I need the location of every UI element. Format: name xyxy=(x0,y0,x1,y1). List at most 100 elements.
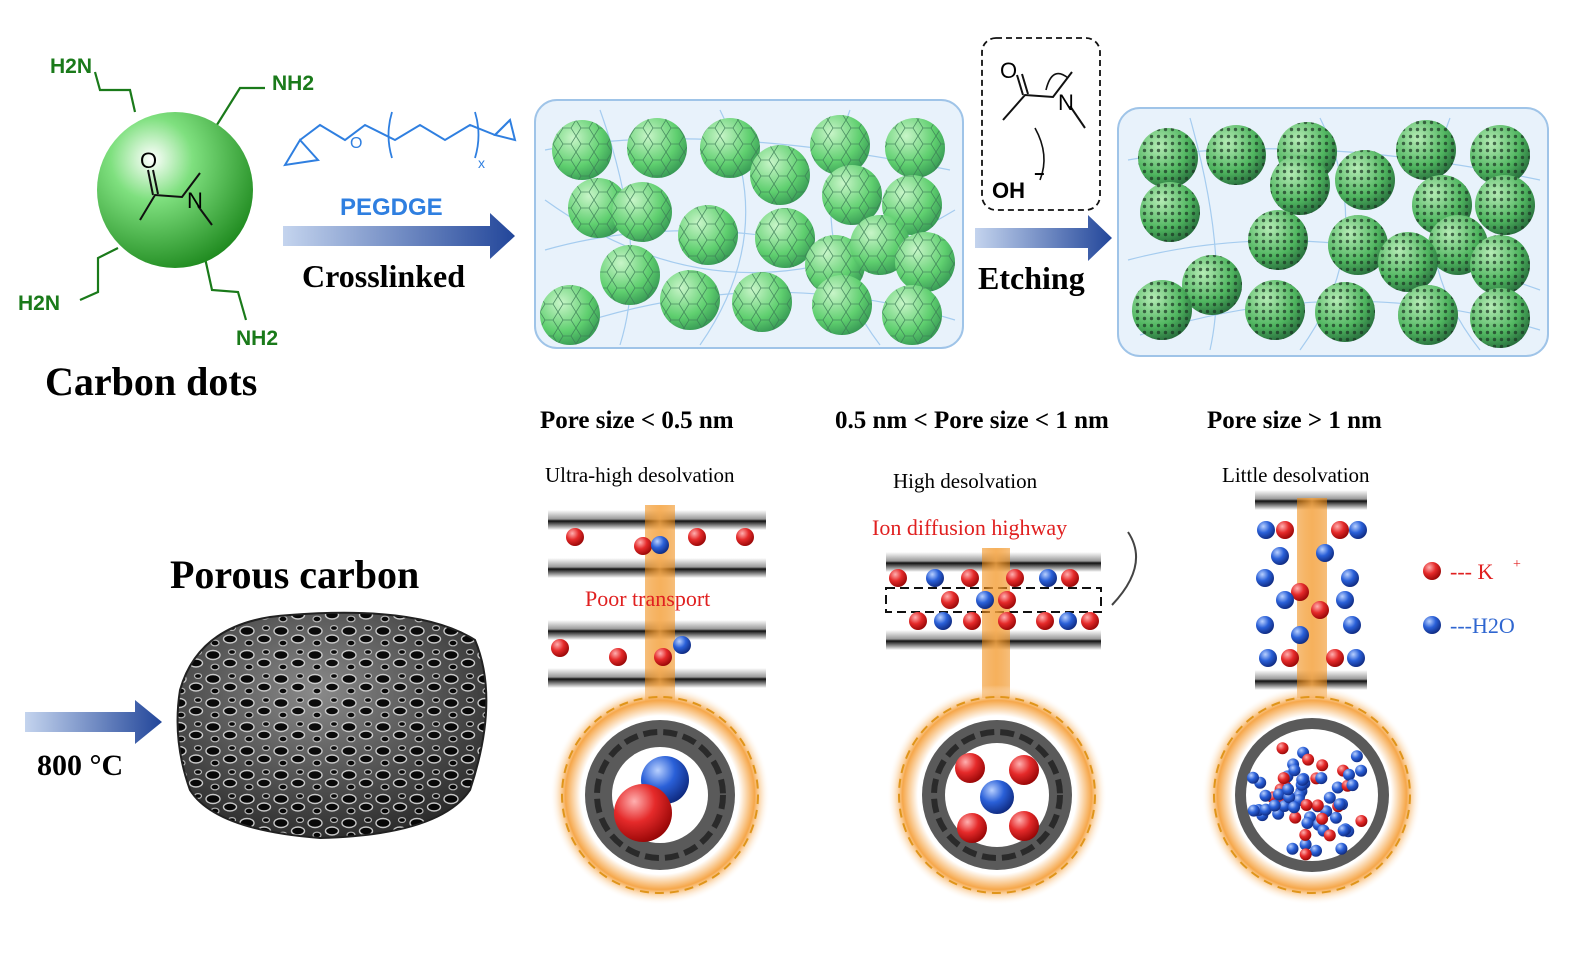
crosslinked-label: Crosslinked xyxy=(302,258,465,294)
water-molecule xyxy=(1272,788,1285,801)
water-molecule xyxy=(1343,616,1361,634)
hydroxide-charge: − xyxy=(1034,164,1045,184)
crosslinked-bead-texture xyxy=(700,118,760,178)
etched-bead-pores xyxy=(1396,120,1456,180)
k-ion-1 xyxy=(614,784,672,842)
k-ion xyxy=(1326,649,1344,667)
water-molecule xyxy=(1315,772,1328,785)
k-ion xyxy=(609,648,627,666)
k-ion xyxy=(1311,799,1324,812)
water-molecule xyxy=(1299,838,1312,851)
water-molecule xyxy=(1349,521,1367,539)
etched-bead-pores xyxy=(1470,288,1530,348)
carbon-dot-sphere xyxy=(97,112,253,268)
k-ion xyxy=(998,591,1016,609)
epoxide-left-icon xyxy=(283,138,320,167)
water-molecule xyxy=(934,612,952,630)
water-molecule xyxy=(1331,781,1344,794)
porous-carbon-title: Porous carbon xyxy=(170,552,419,597)
crosslinked-bead-texture xyxy=(882,285,942,345)
water-molecule xyxy=(1300,799,1313,811)
dmac-skeleton xyxy=(139,172,201,221)
etching-mechanism-box xyxy=(981,37,1101,211)
peg-chain-icon xyxy=(299,119,511,142)
legend-water-label: ---H2O xyxy=(1450,613,1515,638)
etched-bead-pores xyxy=(1270,155,1330,215)
dmac-nitrogen-label: N xyxy=(187,188,203,213)
k-ion xyxy=(566,528,584,546)
carbonize-arrow-icon xyxy=(25,700,162,744)
epoxide-right-icon xyxy=(493,118,517,142)
etch-carbonyl-bond xyxy=(1016,74,1024,96)
k-ion xyxy=(1316,759,1329,772)
dmac-oxygen-label: O xyxy=(140,148,157,173)
water-molecule xyxy=(1347,649,1365,667)
water-molecule xyxy=(1341,569,1359,587)
pore-size-heading-3: Pore size > 1 nm xyxy=(1207,407,1382,434)
etched-bead-pores xyxy=(1378,232,1438,292)
pore-size-headings: Pore size < 0.5 nm 0.5 nm < Pore size < … xyxy=(540,407,1382,493)
k-ion xyxy=(998,612,1016,630)
amine-arm-bottom-left xyxy=(79,247,119,302)
water-molecule xyxy=(1286,842,1299,855)
etch-dmac-skeleton xyxy=(1002,71,1073,121)
etched-network-panel xyxy=(1117,107,1549,357)
crosslinked-bead-texture xyxy=(750,145,810,205)
pore-panel-small: Poor transport xyxy=(548,505,770,905)
water-molecule xyxy=(1316,544,1334,562)
water-molecule xyxy=(1316,812,1329,825)
water-molecule xyxy=(1259,789,1272,802)
water-molecule-2 xyxy=(980,780,1014,814)
k-ion xyxy=(1006,569,1024,587)
k-ion xyxy=(1276,521,1294,539)
crosslinked-bead-texture xyxy=(678,205,738,265)
amine-label-bottom-right: NH2 xyxy=(236,327,278,350)
dmac-methyl-bond xyxy=(197,205,213,226)
legend: --- K + ---H2O xyxy=(1423,557,1521,638)
temperature-label: 800 °C xyxy=(37,749,123,782)
crosslinked-bead-texture xyxy=(568,178,628,238)
slit-ions-2 xyxy=(889,569,1099,630)
amine-arm-top-right xyxy=(214,86,265,129)
crosslinked-bead-texture xyxy=(600,245,660,305)
highway-curve-arrow-icon xyxy=(1111,531,1137,606)
crosslinked-bead-texture xyxy=(812,275,872,335)
water-molecule xyxy=(1337,824,1350,837)
k-ion xyxy=(688,528,706,546)
pore-panel-large xyxy=(1202,490,1422,905)
etched-bead-pores xyxy=(1132,280,1192,340)
water-molecule xyxy=(1259,649,1277,667)
water-molecule xyxy=(1355,764,1368,777)
crosslinked-network-panel xyxy=(534,99,964,349)
water-molecule xyxy=(1271,547,1289,565)
pore-dashed-ring-3 xyxy=(1213,696,1411,894)
water-molecule xyxy=(1288,764,1301,777)
water-molecule xyxy=(1323,829,1336,842)
k-ion xyxy=(1296,773,1309,786)
water-molecule xyxy=(1343,768,1355,781)
k-ion xyxy=(1355,815,1368,827)
crosslinked-bead-texture xyxy=(660,270,720,330)
water-molecule xyxy=(673,636,691,654)
crosslinked-bead-texture xyxy=(612,182,672,242)
porous-carbon-pores xyxy=(177,612,487,838)
water-molecule xyxy=(651,536,669,554)
etched-bead-pores xyxy=(1138,128,1198,188)
crosslinked-bead-texture xyxy=(552,120,612,180)
etching-arrow-icon xyxy=(975,215,1112,261)
highway-channel-box xyxy=(885,587,1102,613)
k-ion xyxy=(551,639,569,657)
water-molecule xyxy=(1277,772,1290,785)
etch-methyl-bond xyxy=(1069,105,1086,129)
pore-size-heading-1: Pore size < 0.5 nm xyxy=(540,407,734,434)
water-molecule xyxy=(1346,779,1359,792)
k-ion xyxy=(654,648,672,666)
etched-bead-pores xyxy=(1182,255,1242,315)
water-molecule xyxy=(1336,591,1354,609)
electron-arrow-bottom-icon xyxy=(1034,127,1045,181)
peg-oxygen-label: O xyxy=(350,135,362,152)
crosslinked-bead-texture xyxy=(540,285,600,345)
legend-k-superscript: + xyxy=(1513,557,1521,572)
